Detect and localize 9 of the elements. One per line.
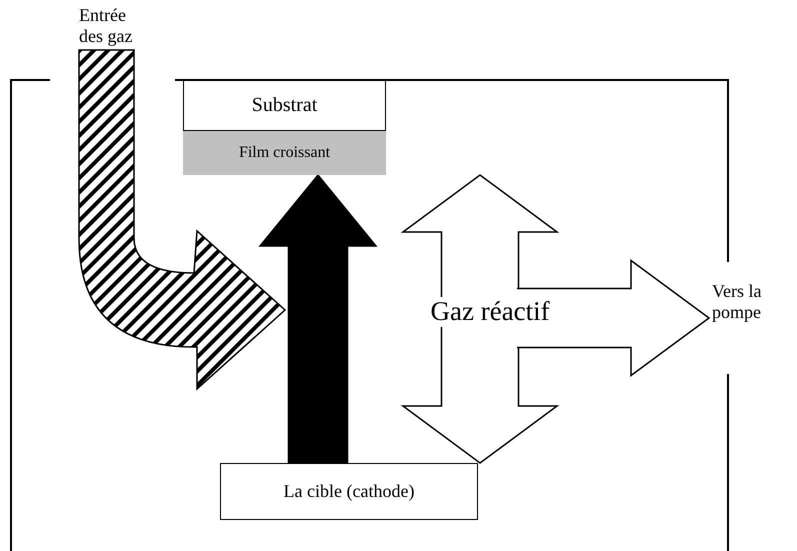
inlet-label: Entrée des gaz <box>79 4 149 48</box>
block-arrow <box>258 174 378 464</box>
film-layer: Film croissant <box>183 131 386 175</box>
block-arrow <box>516 259 710 377</box>
edge-label: Gaz réactif <box>428 297 552 327</box>
pump-outlet-label: Vers la pompe <box>712 270 792 334</box>
hatched-block-arrow <box>78 49 286 390</box>
target-box: La cible (cathode) <box>220 463 478 520</box>
substrate-box: Substrat <box>183 80 386 131</box>
